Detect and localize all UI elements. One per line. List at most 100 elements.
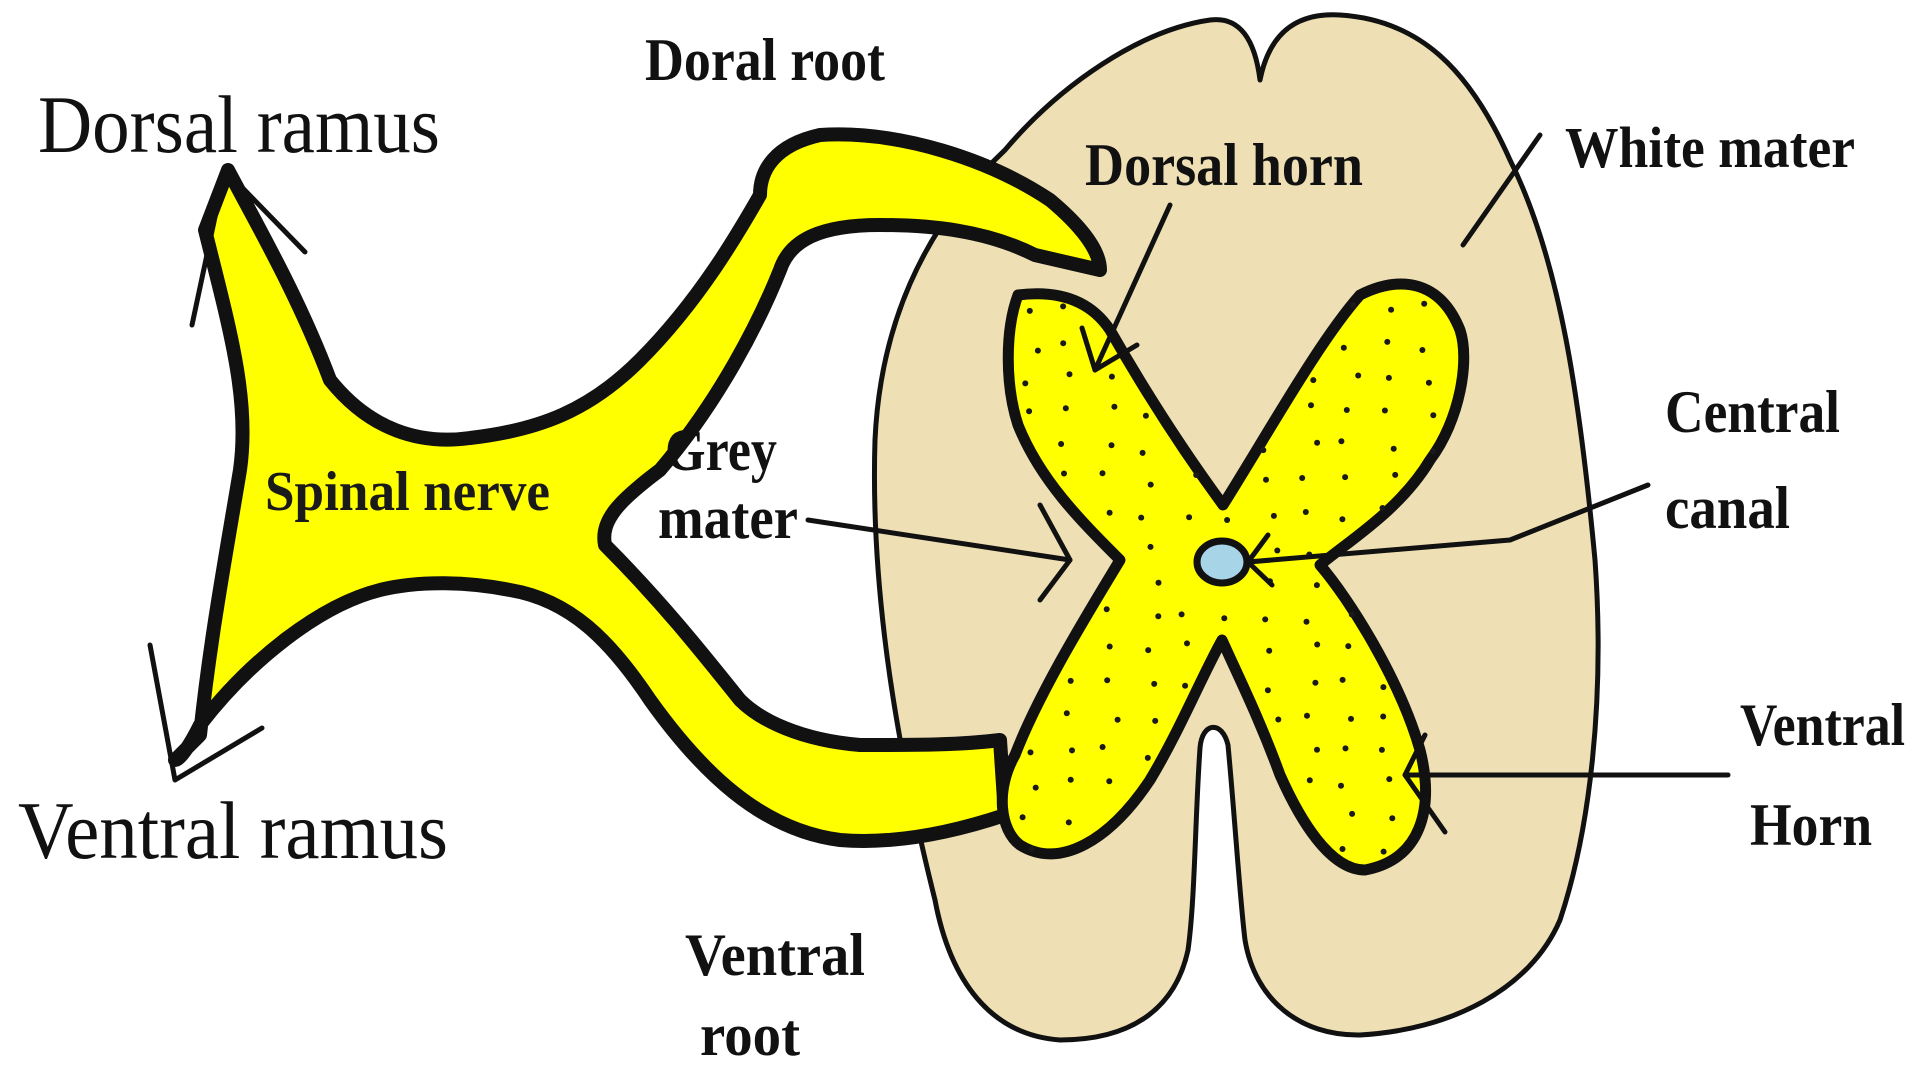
stipple-dot	[1345, 643, 1351, 649]
stipple-dot	[1392, 472, 1398, 478]
stipple-dot	[1381, 849, 1387, 855]
label-white-mater: White mater	[1565, 115, 1855, 180]
stipple-dot	[1148, 544, 1154, 550]
stipple-dot	[1156, 580, 1162, 586]
stipple-dot	[1419, 347, 1425, 353]
stipple-dot	[1304, 713, 1310, 719]
stipple-dot	[1068, 678, 1074, 684]
stipple-dot	[1379, 747, 1385, 753]
stipple-dot	[1314, 642, 1320, 648]
stipple-dot	[1143, 413, 1149, 419]
stipple-dot	[1314, 440, 1320, 446]
stipple-dot	[1107, 644, 1113, 650]
stipple-dot	[1426, 380, 1432, 386]
stipple-dot	[1386, 375, 1392, 381]
stipple-dot	[1028, 749, 1034, 755]
stipple-dot	[1341, 345, 1347, 351]
stipple-dot	[1060, 340, 1066, 346]
stipple-dot	[1344, 407, 1350, 413]
label-dorsal-ramus: Dorsal ramus	[38, 79, 440, 170]
stipple-dot	[1022, 380, 1028, 386]
stipple-dot	[1152, 718, 1158, 724]
stipple-dot	[1060, 303, 1066, 309]
stipple-dot	[1186, 514, 1192, 520]
stipple-dot	[1355, 373, 1361, 379]
stipple-dot	[1384, 339, 1390, 345]
stipple-dot	[1391, 446, 1397, 452]
stipple-dot	[1386, 776, 1392, 782]
label-ventral-horn-line1: Ventral	[1740, 692, 1905, 758]
stipple-dot	[1274, 548, 1280, 554]
stipple-dot	[1067, 371, 1073, 377]
stipple-dot	[1020, 814, 1026, 820]
stipple-dot	[1380, 684, 1386, 690]
label-dorsal-horn: Dorsal horn	[1085, 132, 1363, 198]
stipple-dot	[1104, 677, 1110, 683]
label-ventral-horn-line2: Horn	[1750, 792, 1872, 858]
stipple-dot	[1263, 477, 1269, 483]
stipple-dot	[1308, 402, 1314, 408]
stipple-dot	[1145, 647, 1151, 653]
stipple-dot	[1304, 619, 1310, 625]
stipple-dot	[1224, 517, 1230, 523]
stipple-dot	[1138, 515, 1144, 521]
label-ventral-ramus: Ventral ramus	[18, 785, 448, 876]
stipple-dot	[1109, 374, 1115, 380]
label-central: Central	[1665, 379, 1840, 445]
stipple-dot	[1314, 747, 1320, 753]
stipple-dot	[1382, 408, 1388, 414]
stipple-dot	[1026, 408, 1032, 414]
stipple-dot	[1265, 687, 1271, 693]
label-ventral-root-line2: root	[700, 1002, 800, 1068]
stipple-dot	[1380, 714, 1386, 720]
stipple-dot	[1389, 815, 1395, 821]
stipple-dot	[1100, 744, 1106, 750]
stipple-dot	[1338, 438, 1344, 444]
stipple-dot	[1179, 611, 1185, 617]
stipple-dot	[1271, 513, 1277, 519]
stipple-dot	[1338, 783, 1344, 789]
stipple-dot	[1430, 412, 1436, 418]
stipple-dot	[1221, 615, 1227, 621]
stipple-dot	[1275, 717, 1281, 723]
stipple-dot	[1035, 348, 1041, 354]
stipple-dot	[1064, 710, 1070, 716]
stipple-dot	[1100, 470, 1106, 476]
label-mater: mater	[658, 485, 798, 551]
stipple-dot	[1349, 811, 1355, 817]
stipple-dot	[1115, 717, 1121, 723]
stipple-dot	[1312, 680, 1318, 686]
stipple-dot	[1262, 616, 1268, 622]
stipple-dot	[1107, 510, 1113, 516]
stipple-dot	[1033, 785, 1039, 791]
stipple-dot	[1066, 819, 1072, 825]
label-ventral-root-line1: Ventral	[685, 922, 865, 988]
stipple-dot	[1104, 606, 1110, 612]
stipple-dot	[1350, 302, 1356, 308]
stipple-dot	[1430, 448, 1436, 454]
stipple-dot	[1299, 475, 1305, 481]
stipple-dot	[1151, 681, 1157, 687]
stipple-dot	[1155, 613, 1161, 619]
stipple-dot	[1069, 747, 1075, 753]
stipple-dot	[1303, 509, 1309, 515]
stipple-dot	[1148, 482, 1154, 488]
stipple-dot	[1145, 755, 1151, 761]
stipple-dot	[1342, 474, 1348, 480]
stipple-dot	[1266, 648, 1272, 654]
stipple-dot	[1421, 301, 1427, 307]
stipple-dot	[1260, 447, 1266, 453]
stipple-dot	[1027, 308, 1033, 314]
stipple-dot	[1349, 612, 1355, 618]
stipple-dot	[1340, 846, 1346, 852]
stipple-dot	[1109, 442, 1115, 448]
stipple-dot	[1106, 778, 1112, 784]
stipple-dot	[1182, 683, 1188, 689]
stipple-dot	[1140, 450, 1146, 456]
stipple-dot	[1063, 405, 1069, 411]
label-grey: Grey	[665, 417, 777, 483]
stipple-dot	[1380, 505, 1386, 511]
label-spinal-nerve: Spinal nerve	[265, 461, 550, 523]
stipple-dot	[1339, 516, 1345, 522]
